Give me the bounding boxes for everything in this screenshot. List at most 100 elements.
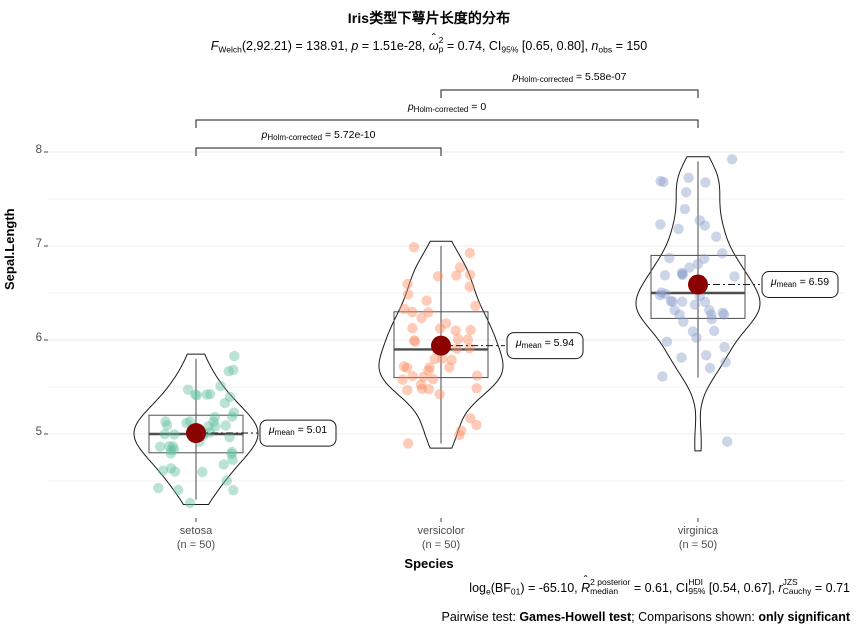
data-point xyxy=(416,383,428,394)
data-point xyxy=(711,231,722,242)
species-name: setosa xyxy=(179,525,213,537)
data-point xyxy=(658,176,669,188)
data-point xyxy=(401,362,413,373)
mean-label-versicolor: ̂μmean = 5.94 xyxy=(515,336,575,350)
data-point xyxy=(722,436,733,447)
data-point xyxy=(698,253,710,264)
data-point xyxy=(224,432,235,443)
significance-bracket-setosa-versicolor: pHolm-corrected = 5.72e-10 xyxy=(195,129,442,156)
y-axis-tick-label: 7 xyxy=(35,238,42,250)
data-point xyxy=(218,459,229,470)
species-name: virginica xyxy=(677,525,719,537)
violin-group-setosa: ̂μmean = 5.01 xyxy=(133,350,337,509)
log-symbol: log xyxy=(469,581,486,596)
data-point xyxy=(226,446,238,458)
data-point xyxy=(408,242,420,253)
data-point xyxy=(153,482,164,494)
p-value: = 1.51e-28, xyxy=(361,39,426,54)
data-point xyxy=(464,247,475,259)
ci-subscript: 95% xyxy=(501,44,519,55)
data-point xyxy=(201,389,212,400)
data-point xyxy=(679,203,691,215)
footer-prefix: Pairwise test: xyxy=(441,610,520,624)
ci-symbol: CI xyxy=(488,39,502,54)
data-point xyxy=(471,370,483,381)
n-symbol: n xyxy=(591,39,599,54)
data-point xyxy=(399,303,410,315)
data-point xyxy=(661,336,673,347)
data-point xyxy=(729,271,740,282)
x-axis-title: Species xyxy=(404,556,454,571)
data-point xyxy=(172,484,184,496)
data-point xyxy=(677,269,688,280)
data-point xyxy=(689,299,701,310)
data-point xyxy=(219,397,231,409)
mean-point xyxy=(688,274,708,295)
data-point xyxy=(444,362,455,373)
data-point xyxy=(699,296,711,308)
data-point xyxy=(687,326,699,337)
data-point xyxy=(208,416,219,427)
bracket-label-setosa-versicolor: pHolm-corrected = 5.72e-10 xyxy=(261,129,376,142)
data-point xyxy=(464,269,476,280)
species-n: (n = 50) xyxy=(421,539,461,551)
r2-symbol: ̂R xyxy=(581,581,591,596)
data-point xyxy=(423,365,434,376)
data-point xyxy=(664,252,675,264)
data-point xyxy=(407,306,418,318)
data-point xyxy=(659,270,671,281)
data-point xyxy=(164,441,175,452)
data-point xyxy=(706,309,717,320)
data-point xyxy=(719,341,730,353)
mean-label-setosa: ̂μmean = 5.01 xyxy=(268,424,328,438)
data-point xyxy=(656,287,667,298)
data-point xyxy=(665,296,677,307)
mean-label-box xyxy=(259,419,337,447)
data-point xyxy=(432,271,444,282)
data-point xyxy=(167,441,179,452)
data-point xyxy=(226,448,237,460)
mean-label-virginica: ̂μmean = 6.59 xyxy=(770,275,830,289)
ci-hdi-symbol: CI xyxy=(675,581,689,596)
data-point xyxy=(169,466,181,477)
p-symbol: p xyxy=(351,39,359,54)
data-point xyxy=(181,417,192,429)
data-point xyxy=(701,350,712,361)
data-point xyxy=(223,366,234,377)
data-point xyxy=(678,316,689,327)
data-point xyxy=(227,454,238,465)
data-point xyxy=(409,336,421,347)
data-point xyxy=(470,300,481,312)
data-point xyxy=(226,411,238,422)
data-point xyxy=(451,270,462,281)
data-point xyxy=(220,420,231,431)
data-point xyxy=(228,485,239,496)
data-point xyxy=(692,258,703,270)
bf-subscript: 01 xyxy=(510,586,521,597)
data-point xyxy=(429,353,440,365)
data-point xyxy=(197,466,208,478)
data-point xyxy=(160,416,171,427)
data-point xyxy=(676,267,688,278)
data-point xyxy=(210,421,221,432)
page-title: Iris类型下萼片长度的分布 xyxy=(347,10,511,26)
data-point xyxy=(462,334,473,345)
data-point xyxy=(421,295,432,306)
data-point xyxy=(418,371,429,383)
data-point xyxy=(215,380,226,392)
data-point xyxy=(657,371,668,382)
omega-symbol: ̂ω xyxy=(428,39,439,54)
data-point xyxy=(706,314,717,325)
violin-group-virginica: ̂μmean = 6.59 xyxy=(635,154,839,452)
data-point xyxy=(402,289,414,300)
data-point xyxy=(209,411,221,423)
y-axis-tick-label: 6 xyxy=(35,332,42,344)
species-n: (n = 50) xyxy=(678,539,718,551)
ci-hdi-value: [0.54, 0.67], xyxy=(708,581,775,596)
y-axis-tick-label: 5 xyxy=(35,426,42,438)
boxplot-box xyxy=(393,311,489,379)
omega-value: = 0.74, xyxy=(446,39,486,54)
